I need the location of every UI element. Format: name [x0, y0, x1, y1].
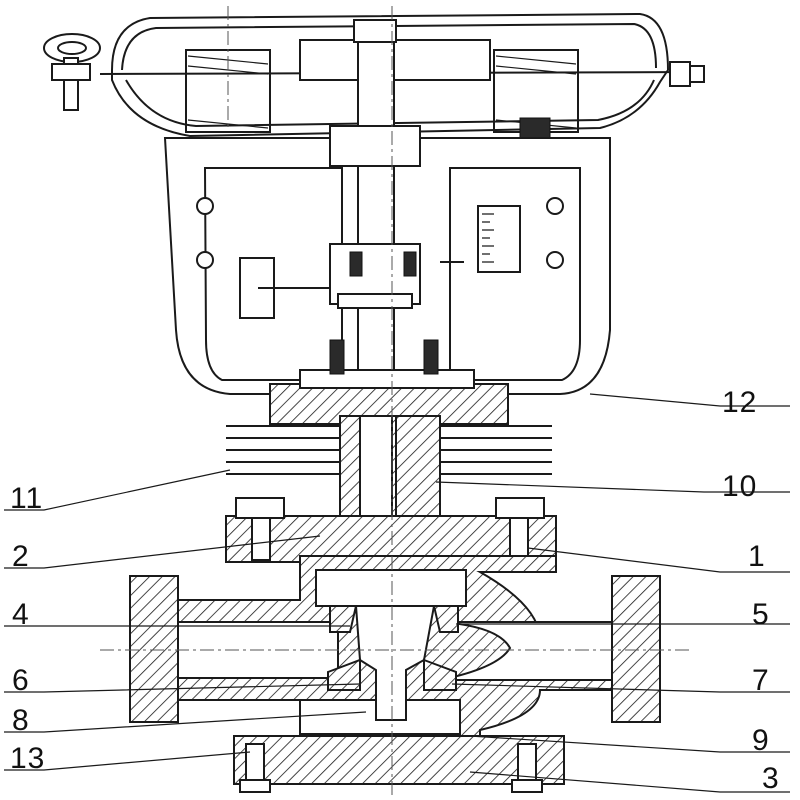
callout-1: 1	[748, 540, 766, 573]
stem-connector	[329, 243, 421, 309]
callout-6: 6	[12, 664, 30, 697]
callout-12: 12	[722, 386, 758, 419]
callout-2: 2	[12, 540, 30, 573]
bottom-cover	[233, 735, 565, 793]
eye-bolt	[43, 33, 101, 111]
callout-3: 3	[762, 762, 780, 795]
callout-10: 10	[722, 470, 758, 503]
position-indicator	[239, 257, 330, 319]
valve-plug	[327, 605, 459, 721]
callout-8: 8	[12, 704, 30, 737]
leader-lines	[4, 393, 790, 793]
callout-11: 11	[10, 482, 44, 515]
callout-13: 13	[10, 742, 46, 775]
travel-scale	[440, 205, 521, 273]
callout-7: 7	[752, 664, 770, 697]
flange-nut	[669, 61, 705, 87]
callout-5: 5	[752, 598, 770, 631]
callout-4: 4	[12, 598, 30, 631]
bonnet	[225, 497, 557, 563]
callout-9: 9	[752, 724, 770, 757]
